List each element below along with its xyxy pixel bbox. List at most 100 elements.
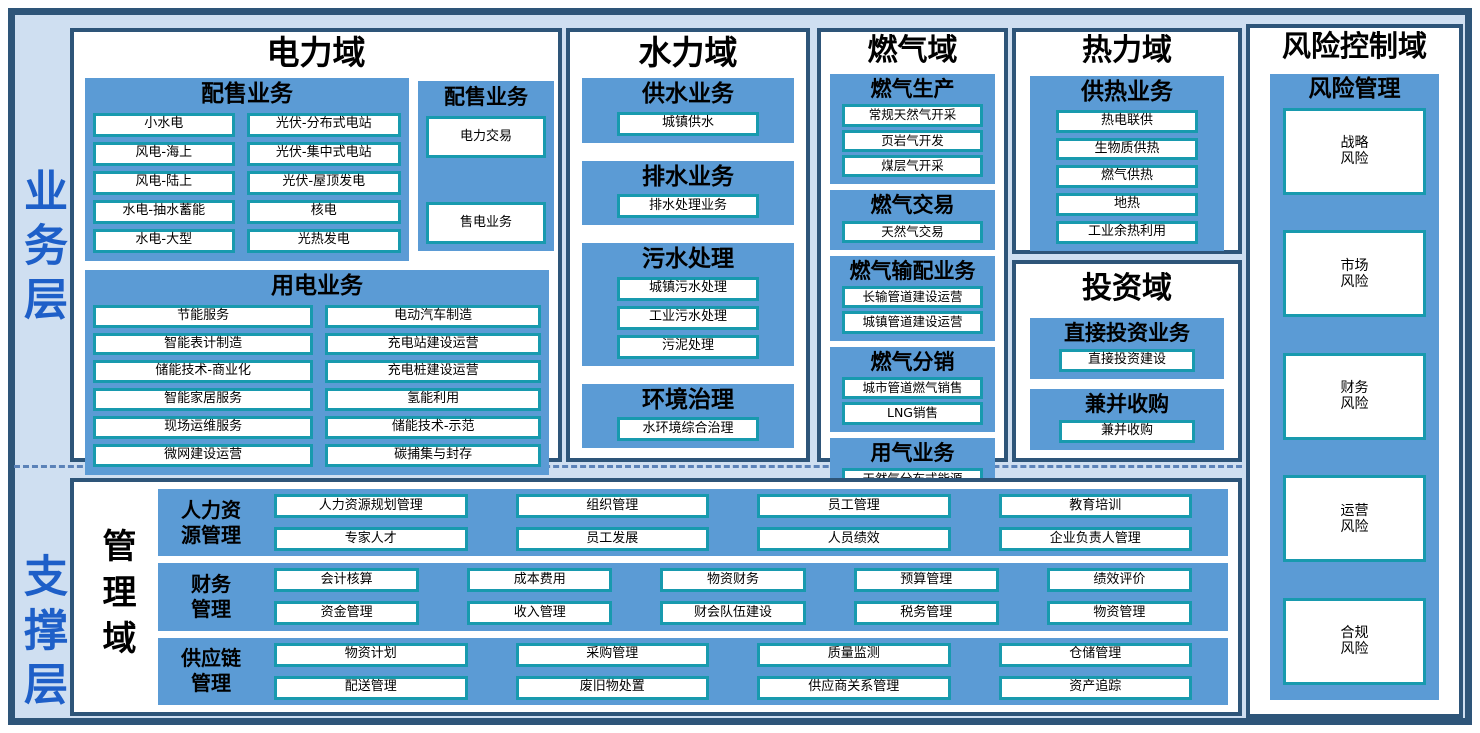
diagram-item: 城市管道燃气销售 [842,377,983,400]
domain-management-title: 管理域 [96,528,136,666]
group-panel: 直接投资业务直接投资建设 [1030,318,1224,380]
diagram-item: 煤层气开采 [842,154,983,178]
diagram-item: 地热 [1055,193,1199,217]
diagram-item: 物资计划 [274,642,468,667]
diagram-item: 电力交易 [426,116,546,159]
diagram-item: 常规天然气开采 [842,104,983,127]
diagram-item: 收入管理 [467,601,613,626]
diagram-item: 兼并收购 [1059,420,1195,444]
diagram-item: 风电-陆上 [93,170,235,195]
diagram-item: 光热发电 [246,228,401,253]
diagram-item: 光伏-屋顶发电 [246,170,401,195]
group-items: 热电联供生物质供热燃气供热地热工业余热利用 [1038,109,1216,245]
diagram-item: 资金管理 [274,601,420,626]
diagram-item: 燃气供热 [1055,165,1199,189]
gas-groups: 燃气生产常规天然气开采页岩气开发煤层气开采燃气交易天然气交易燃气输配业务长输管道… [821,74,1004,498]
power-consumption-panel: 用电业务 节能服务智能表计制造储能技术-商业化智能家居服务现场运维服务微网建设运… [85,270,549,476]
layer-divider-dashed-line [14,465,1242,468]
diagram-item: 智能家居服务 [93,388,314,412]
diagram-item: 天然气交易 [842,220,983,243]
diagram-item: 小水电 [93,112,235,137]
item-column: 人力资源规划管理专家人才 [274,494,468,552]
group-title: 燃气分销 [870,349,955,374]
diagram-item: 氢能利用 [325,388,541,412]
panel-items: 小水电风电-海上风电-陆上水电-抽水蓄能水电-大型光伏-分布式电站光伏-集中式电… [93,112,401,253]
investment-groups: 直接投资业务直接投资建设兼并收购兼并收购 [1016,316,1238,452]
diagram-item: 人员绩效 [757,527,951,552]
panel-title: 用电业务 [271,273,363,299]
item-column: 采购管理废旧物处置 [515,642,709,700]
management-row: 财务 管理会计核算资金管理成本费用收入管理物资财务财会队伍建设预算管理税务管理绩… [158,563,1228,631]
group-title: 用气业务 [870,440,955,465]
management-row-label: 财务 管理 [191,571,231,621]
panel-title: 风险管理 [1308,76,1401,102]
item-column: 预算管理税务管理 [853,568,999,626]
group-panel: 供水业务城镇供水 [582,78,794,143]
diagram-item: 市场 风险 [1283,230,1426,318]
management-row-columns: 物资计划配送管理采购管理废旧物处置质量监测供应商关系管理仓储管理资产追踪 [264,642,1228,700]
diagram-item: 长输管道建设运营 [842,286,983,309]
diagram-item: LNG销售 [842,402,983,425]
panel-items: 电力交易售电业务 [426,116,546,245]
diagram-item: 工业污水处理 [617,305,759,330]
domain-gas-title: 燃气域 [867,33,958,68]
diagram-item: 员工管理 [757,494,951,519]
diagram-item: 水环境综合治理 [617,417,759,442]
risk-management-panel: 风险管理 战略 风险市场 风险财务 风险运营 风险合规 风险 [1270,74,1439,700]
management-row: 供应链 管理物资计划配送管理采购管理废旧物处置质量监测供应商关系管理仓储管理资产… [158,637,1228,705]
diagram-item: 城镇供水 [617,111,759,136]
diagram-item: 节能服务 [93,304,314,328]
diagram-item: 页岩气开发 [842,129,983,152]
domain-investment: 投资域 直接投资业务直接投资建设兼并收购兼并收购 [1012,260,1242,462]
diagram-item: 水电-抽水蓄能 [93,199,235,224]
item-column: 仓储管理资产追踪 [998,642,1192,700]
power-trading-panel: 配售业务 电力交易售电业务 [418,81,554,251]
water-groups: 供水业务城镇供水排水业务排水处理业务污水处理城镇污水处理工业污水处理污泥处理环境… [570,76,806,450]
diagram-item: 现场运维服务 [93,416,314,440]
diagram-item: 企业负责人管理 [998,527,1192,552]
diagram-item: 工业余热利用 [1055,221,1199,245]
group-items: 城镇污水处理工业污水处理污泥处理 [590,276,786,359]
group-panel: 环境治理水环境综合治理 [582,383,794,449]
group-items: 水环境综合治理 [590,417,786,442]
diagram-item: 排水处理业务 [617,194,759,219]
diagram-item: 售电业务 [426,202,546,245]
diagram-item: 物资管理 [1046,601,1193,626]
group-items: 天然气交易 [838,220,987,243]
management-row-columns: 会计核算资金管理成本费用收入管理物资财务财会队伍建设预算管理税务管理绩效评价物资… [264,568,1228,626]
diagram-item: 污泥处理 [617,334,759,359]
diagram-item: 会计核算 [274,568,420,593]
support-layer-label: 支撑层 [16,553,67,715]
domain-water: 水力域 供水业务城镇供水排水业务排水处理业务污水处理城镇污水处理工业污水处理污泥… [566,28,810,462]
group-panel: 供热业务热电联供生物质供热燃气供热地热工业余热利用 [1030,76,1224,252]
item-column: 物资财务财会队伍建设 [660,568,806,626]
diagram-item: 运营 风险 [1283,475,1426,563]
power-distribution-sales-panel: 配售业务 小水电风电-海上风电-陆上水电-抽水蓄能水电-大型光伏-分布式电站光伏… [85,78,409,261]
item-column: 成本费用收入管理 [467,568,613,626]
diagram-item: 城镇污水处理 [617,276,759,301]
domain-heat-title: 热力域 [1082,33,1172,68]
group-title: 污水处理 [642,246,734,273]
diagram-item: 储能技术-示范 [325,416,541,440]
domain-investment-title: 投资域 [1082,271,1172,306]
domain-gas: 燃气域 燃气生产常规天然气开采页岩气开发煤层气开采燃气交易天然气交易燃气输配业务… [817,28,1008,498]
item-column: 绩效评价物资管理 [1046,568,1193,626]
group-title: 燃气输配业务 [849,258,976,283]
domain-power-title: 电力域 [266,33,366,72]
item-column: 教育培训企业负责人管理 [998,494,1192,552]
diagram-item: 组织管理 [515,494,709,519]
panel-title: 配售业务 [201,81,293,107]
diagram-item: 绩效评价 [1046,568,1193,593]
domain-risk-control-title: 风险控制域 [1281,29,1427,63]
diagram-item: 微网建设运营 [93,444,314,468]
diagram-item: 核电 [246,199,401,224]
group-panel: 燃气交易天然气交易 [830,190,995,250]
management-row-columns: 人力资源规划管理专家人才组织管理员工发展员工管理人员绩效教育培训企业负责人管理 [264,494,1228,552]
group-panel: 燃气输配业务长输管道建设运营城镇管道建设运营 [830,255,995,341]
group-title: 燃气生产 [870,77,955,101]
group-panel: 排水业务排水处理业务 [582,160,794,226]
panel-items: 节能服务智能表计制造储能技术-商业化智能家居服务现场运维服务微网建设运营电动汽车… [93,304,541,468]
group-title: 环境治理 [642,386,734,413]
